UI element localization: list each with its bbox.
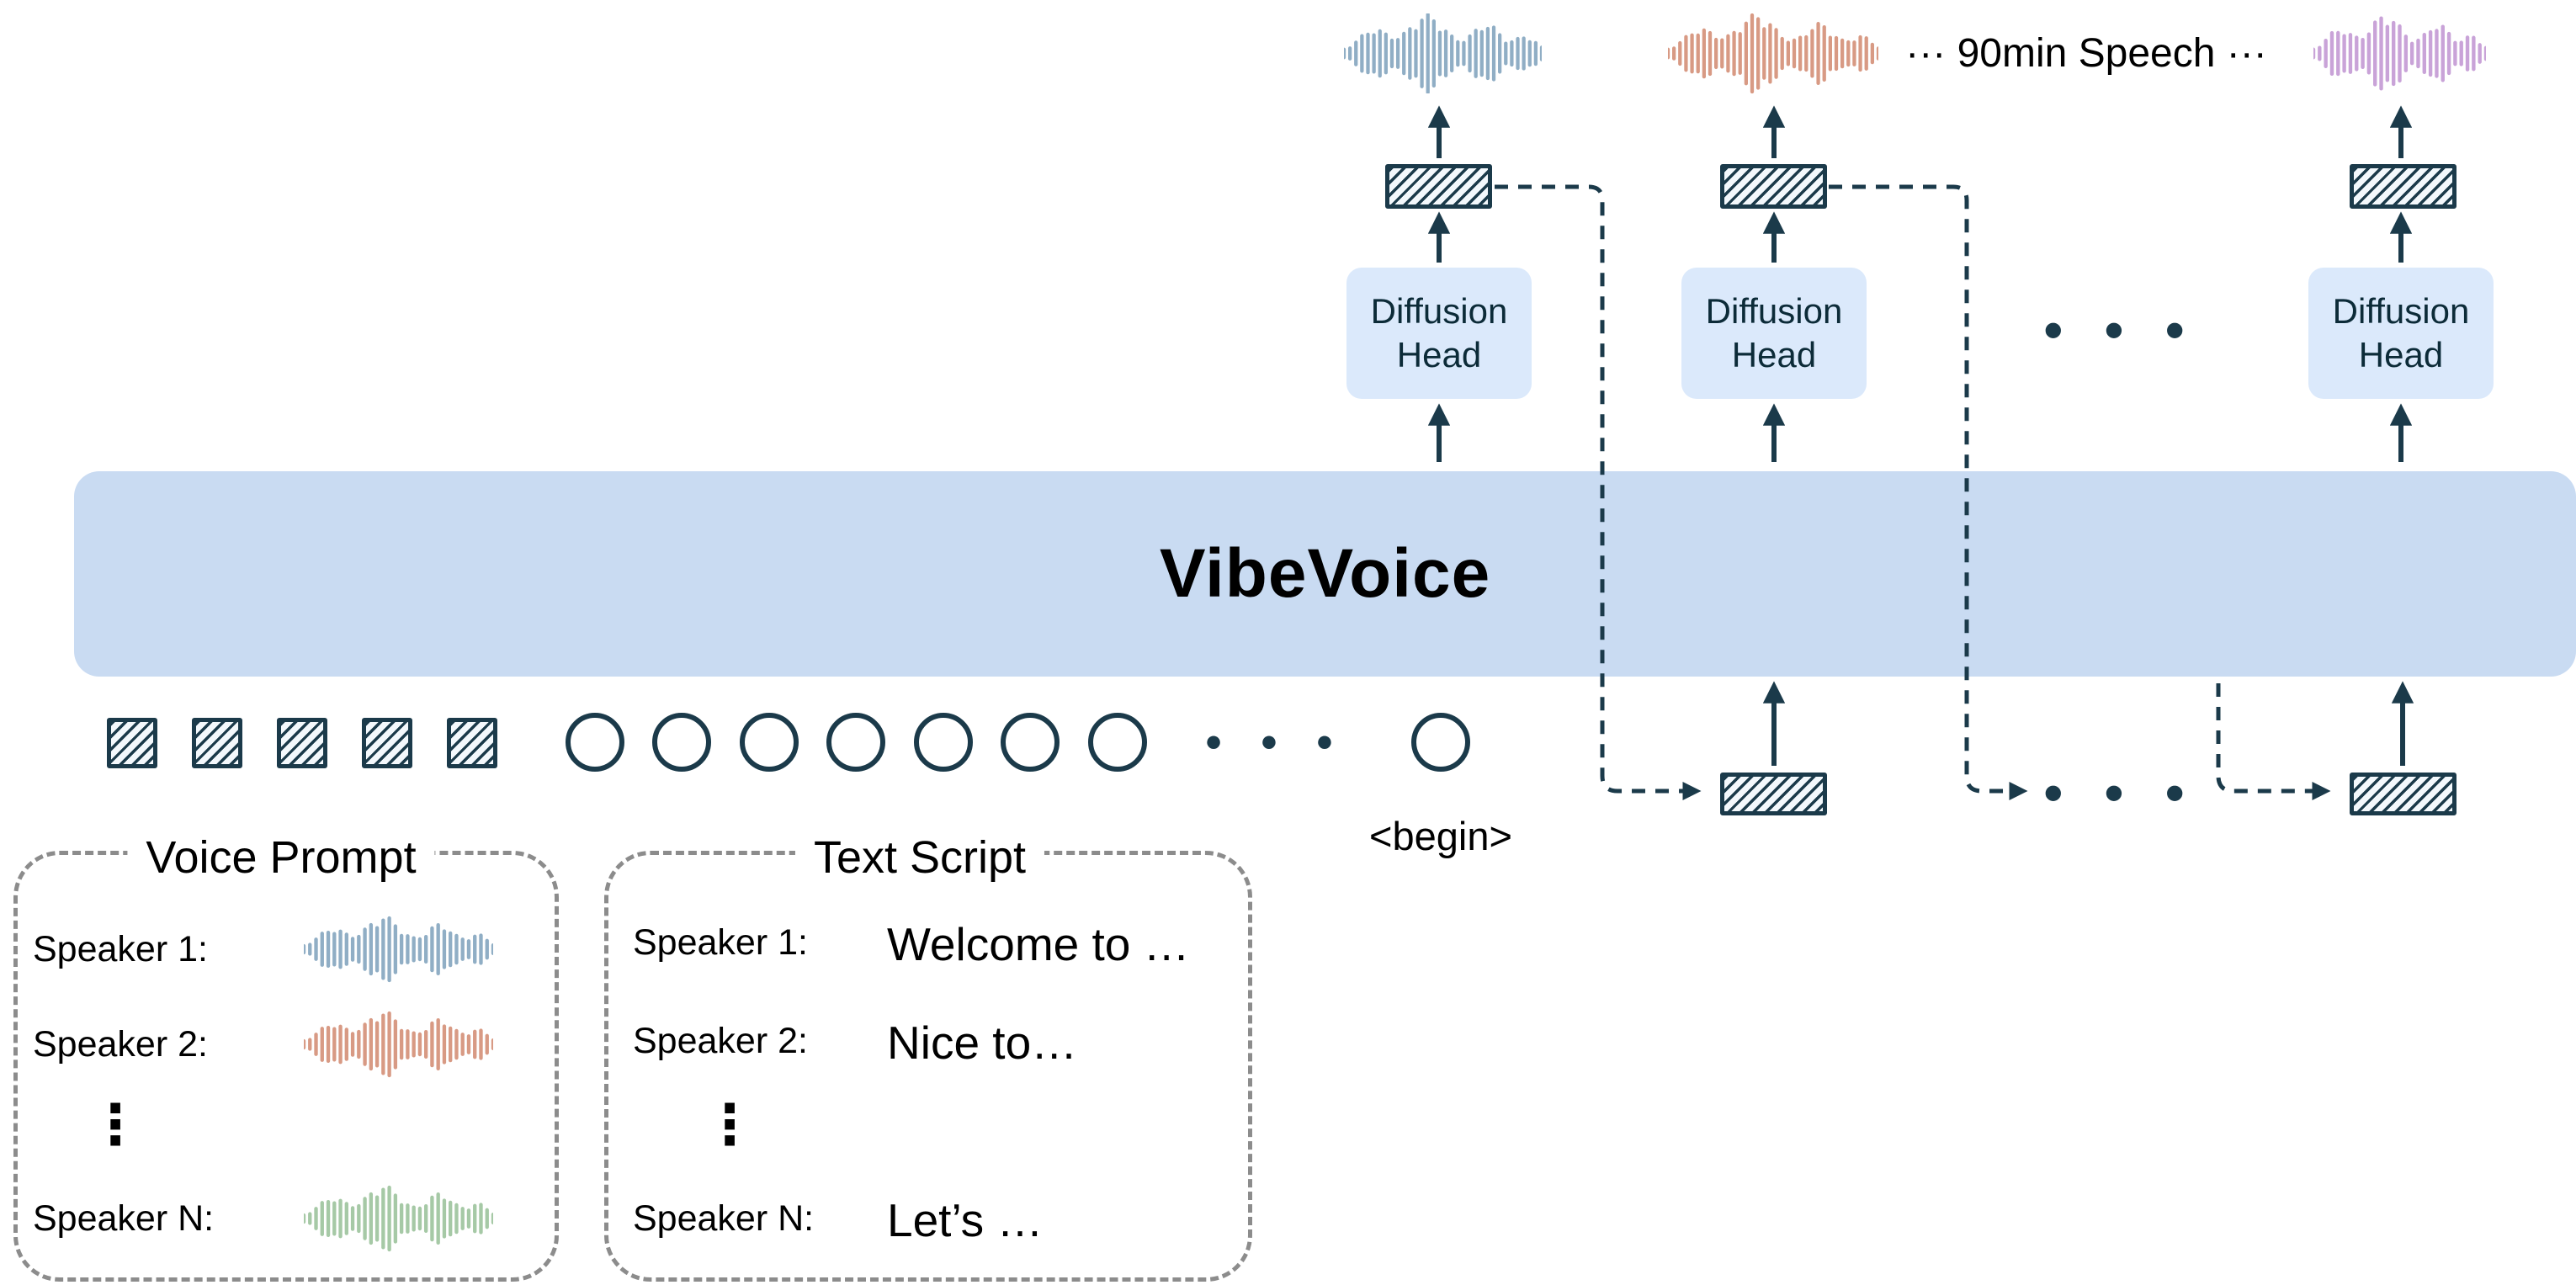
model-title: VibeVoice bbox=[1159, 535, 1491, 612]
speech-waveform-3 bbox=[2311, 13, 2488, 93]
speech-waveform-2 bbox=[1665, 13, 1881, 94]
vibevoice-model-box: VibeVoice bbox=[74, 471, 2576, 677]
voice-prompt-token-1 bbox=[107, 718, 157, 768]
diffusion-head-label: Diffusion Head bbox=[1705, 290, 1843, 375]
voice-prompt-token-3 bbox=[277, 718, 327, 768]
feedback-input-arrows bbox=[1762, 681, 2414, 766]
voice-prompt-token-5 bbox=[447, 718, 497, 768]
begin-token-label: <begin> bbox=[1369, 814, 1512, 858]
text-token-5 bbox=[914, 713, 973, 772]
text-script-speaker-1-label: Speaker 1: bbox=[633, 922, 808, 963]
text-script-speaker-1-text: Welcome to … bbox=[887, 918, 1190, 970]
text-token-7 bbox=[1088, 713, 1147, 772]
voice-prompt-waveform-2 bbox=[301, 1011, 496, 1078]
token-row-ellipsis: • • • bbox=[1205, 717, 1346, 767]
text-script-speaker-n-text: Let’s … bbox=[887, 1194, 1044, 1246]
voice-prompt-waveform-1 bbox=[301, 916, 496, 983]
text-script-speaker-2-label: Speaker 2: bbox=[633, 1021, 808, 1061]
diffusion-head-1: Diffusion Head bbox=[1346, 268, 1532, 399]
voice-prompt-speaker-2-label: Speaker 2: bbox=[33, 1024, 208, 1065]
speech-waveform-1 bbox=[1341, 12, 1544, 95]
begin-token bbox=[1411, 713, 1470, 772]
diffusion-head-3: Diffusion Head bbox=[2308, 268, 2494, 399]
voice-prompt-token-2 bbox=[192, 718, 242, 768]
output-token-1 bbox=[1385, 164, 1492, 209]
voice-prompt-vertical-ellipsis: ⋮ bbox=[88, 1093, 143, 1155]
voice-prompt-title: Voice Prompt bbox=[127, 831, 435, 884]
text-token-3 bbox=[740, 713, 799, 772]
speech-duration-label: ··· 90min Speech ··· bbox=[1905, 31, 2267, 76]
text-script-title: Text Script bbox=[794, 831, 1045, 884]
text-token-4 bbox=[826, 713, 885, 772]
voice-prompt-speaker-n-label: Speaker N: bbox=[33, 1198, 215, 1239]
text-script-speaker-n-label: Speaker N: bbox=[633, 1198, 815, 1239]
text-script-vertical-ellipsis: ⋮ bbox=[702, 1093, 757, 1155]
text-token-6 bbox=[1001, 713, 1060, 772]
text-token-1 bbox=[566, 713, 624, 772]
diffusion-head-label: Diffusion Head bbox=[2332, 290, 2470, 375]
feedback-ellipsis: • • • bbox=[2043, 762, 2198, 823]
diffusion-head-label: Diffusion Head bbox=[1370, 290, 1508, 375]
text-token-2 bbox=[652, 713, 711, 772]
voice-prompt-token-4 bbox=[362, 718, 412, 768]
text-script-speaker-2-text: Nice to… bbox=[887, 1017, 1078, 1069]
output-token-3 bbox=[2350, 164, 2456, 209]
voice-prompt-waveform-n bbox=[301, 1185, 496, 1252]
diffusion-ellipsis: • • • bbox=[2043, 300, 2198, 360]
diffusion-head-2: Diffusion Head bbox=[1681, 268, 1867, 399]
output-token-2 bbox=[1720, 164, 1827, 209]
feedback-token-1 bbox=[1720, 773, 1827, 815]
feedback-token-2 bbox=[2350, 773, 2456, 815]
voice-prompt-speaker-1-label: Speaker 1: bbox=[33, 929, 208, 969]
